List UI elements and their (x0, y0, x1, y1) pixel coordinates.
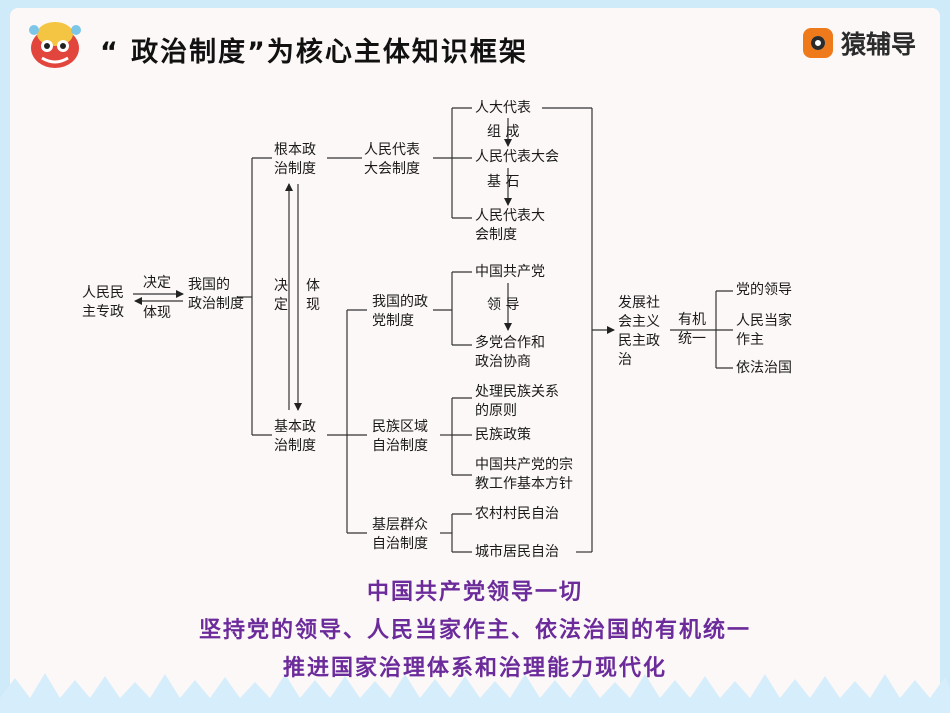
node-ethnic-policy: 民族政策 (475, 427, 531, 443)
node-npc-system-2: 人民代表大 会制度 (475, 208, 545, 243)
label-decide: 决定 (143, 275, 171, 291)
node-fundamental-system: 根本政 治制度 (274, 142, 316, 177)
label-embody: 体现 (143, 305, 171, 321)
node-people-dictatorship: 人民民 主专政 (82, 285, 124, 320)
slide-background (10, 8, 940, 705)
snow-trees-decoration (0, 673, 950, 713)
node-ethnic-principle: 处理民族关系 的原则 (475, 384, 559, 419)
node-npc: 人民代表大会 (475, 149, 559, 165)
node-grassroots-autonomy: 基层群众 自治制度 (372, 517, 428, 552)
slogan-3: 推进国家治理体系和治理能力现代化 (282, 656, 667, 681)
node-party-system: 我国的政 党制度 (372, 294, 428, 329)
brand-name: 猿辅导 (841, 30, 917, 59)
brand-logo: 猿辅导 (803, 26, 916, 60)
node-basic-system: 基本政 治制度 (274, 419, 316, 454)
node-cooperation: 多党合作和 政治协商 (475, 335, 545, 370)
node-party-leadership: 党的领导 (736, 282, 792, 298)
label-compose: 组 成 (487, 124, 520, 140)
node-urban-autonomy: 城市居民自治 (475, 544, 559, 560)
node-socialist-democracy: 发展社 会主义 民主政 治 (618, 295, 660, 368)
node-political-system: 我国的 政治制度 (188, 277, 244, 312)
label-lead: 领 导 (487, 297, 520, 313)
node-village-autonomy: 农村村民自治 (475, 506, 559, 522)
node-npc-deputy: 人大代表 (475, 100, 531, 116)
label-organic-unity: 有机 统一 (678, 312, 706, 347)
node-people-masters: 人民当家 作主 (736, 313, 792, 348)
label-vertical-decide: 决 定 (274, 278, 288, 313)
node-npc-system: 人民代表 大会制度 (364, 142, 420, 177)
label-vertical-embody: 体 现 (306, 278, 320, 313)
page-title: “ 政治制度”为核心主体知识框架 (100, 37, 528, 68)
slogan-1: 中国共产党领导一切 (366, 580, 583, 605)
node-rule-of-law: 依法治国 (736, 360, 792, 376)
node-religious-policy: 中国共产党的宗 教工作基本方针 (475, 457, 573, 492)
label-foundation: 基 石 (487, 174, 520, 190)
lion-dance-mascot-icon (29, 22, 81, 68)
node-cpc: 中国共产党 (475, 264, 545, 280)
node-ethnic-autonomy: 民族区域 自治制度 (372, 419, 428, 454)
monkey-logo-icon (803, 28, 833, 58)
slogan-2: 坚持党的领导、人民当家作主、依法治国的有机统一 (198, 618, 751, 643)
